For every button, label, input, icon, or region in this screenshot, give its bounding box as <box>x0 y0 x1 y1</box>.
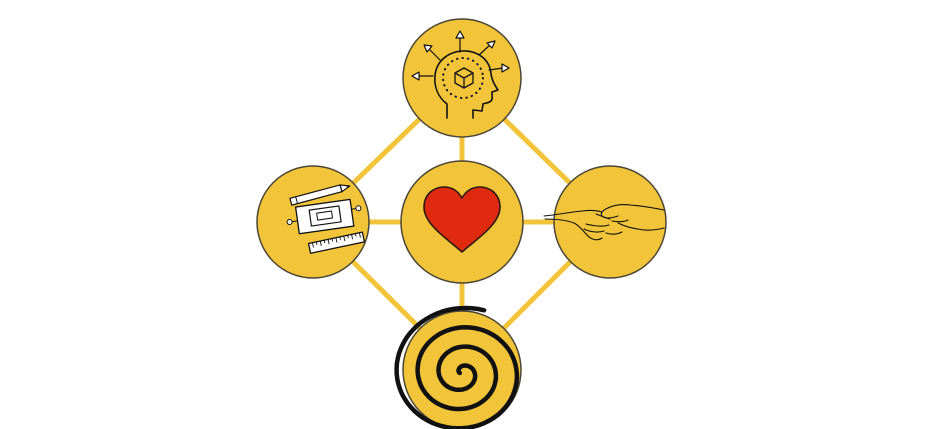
blueprint-pencil-ruler-icon <box>286 184 366 254</box>
node-top <box>402 18 522 138</box>
heart-icon <box>423 186 501 253</box>
head-with-arrows-icon <box>411 30 510 119</box>
node-right <box>553 165 667 279</box>
handshake-icon <box>543 204 665 241</box>
spiral-icon <box>394 305 520 429</box>
